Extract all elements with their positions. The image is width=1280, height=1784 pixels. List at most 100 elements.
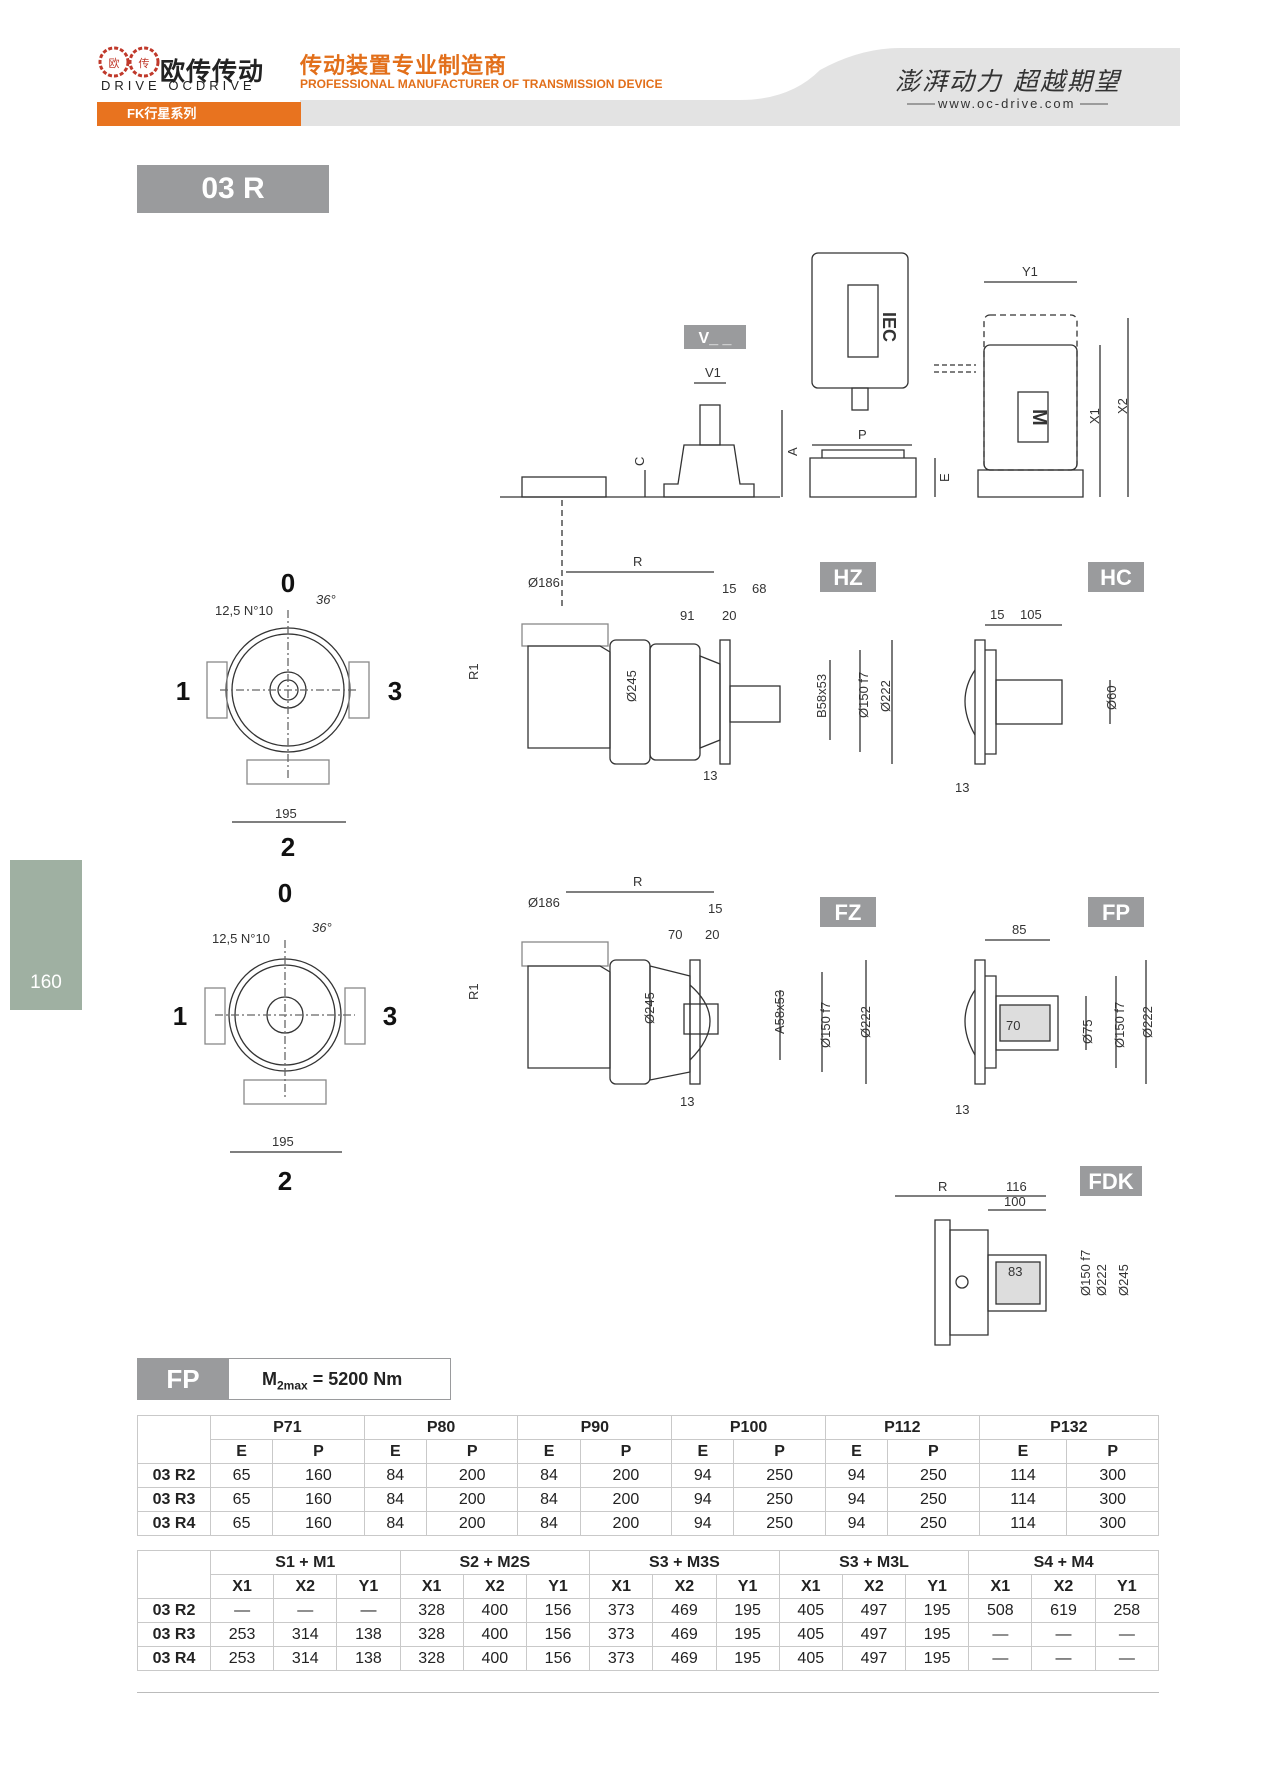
dim-15-b: 15 bbox=[708, 901, 722, 916]
table-cell: 65 bbox=[209, 1487, 274, 1512]
table-cell: 314 bbox=[273, 1622, 338, 1647]
table-cell: 373 bbox=[589, 1646, 654, 1671]
column-header: E bbox=[978, 1439, 1068, 1464]
logo-mark-1: 欧 bbox=[109, 57, 120, 70]
row-header: 03 R3 bbox=[137, 1487, 211, 1512]
table-cell: — bbox=[1094, 1646, 1160, 1671]
angle-a: 36° bbox=[316, 592, 336, 607]
table-cell: 253 bbox=[209, 1646, 275, 1671]
pos-top-a: 0 bbox=[281, 568, 295, 598]
dim-116: 116 bbox=[1006, 1179, 1027, 1194]
group-header: S3 + M3L bbox=[778, 1550, 970, 1575]
dim-85: 85 bbox=[1012, 922, 1026, 937]
column-header: P bbox=[1066, 1439, 1159, 1464]
dim-105: 105 bbox=[1020, 607, 1042, 622]
dim-r-b: R bbox=[633, 874, 642, 889]
dim-c: C bbox=[632, 457, 647, 466]
table-cell: 160 bbox=[272, 1463, 365, 1488]
group-header: P71 bbox=[210, 1415, 365, 1440]
dim-d75: Ø75 bbox=[1080, 1019, 1095, 1044]
table-cell: 114 bbox=[978, 1463, 1068, 1488]
dim-13-fdk: 13 bbox=[996, 1348, 1010, 1350]
table-cell: 258 bbox=[1094, 1598, 1160, 1623]
table-cell: 250 bbox=[887, 1487, 980, 1512]
table-cell: 200 bbox=[579, 1511, 673, 1536]
pos-left-a: 1 bbox=[176, 676, 190, 706]
dim-r-a: R bbox=[633, 554, 642, 569]
page-tab bbox=[10, 860, 82, 1010]
table-cell: 250 bbox=[887, 1463, 980, 1488]
table-cell: — bbox=[968, 1646, 1033, 1671]
table-cell: 195 bbox=[905, 1646, 970, 1671]
hc-label: HC bbox=[1100, 565, 1132, 590]
column-header: P bbox=[887, 1439, 980, 1464]
dim-r-fdk: R bbox=[938, 1179, 947, 1194]
table-cell: 200 bbox=[579, 1463, 673, 1488]
column-header: X1 bbox=[399, 1574, 464, 1599]
table-cell: 405 bbox=[778, 1598, 843, 1623]
column-header: E bbox=[824, 1439, 889, 1464]
table-cell: 400 bbox=[462, 1622, 527, 1647]
table-cell: 400 bbox=[462, 1598, 527, 1623]
fp-drawing-label: FP bbox=[1102, 900, 1130, 925]
table-cell: — bbox=[1031, 1646, 1096, 1671]
dim-20-b: 20 bbox=[705, 927, 719, 942]
slogan: 澎湃动力 超越期望 bbox=[895, 67, 1121, 96]
table-cell: 328 bbox=[399, 1622, 464, 1647]
dim-13-hc: 13 bbox=[955, 780, 969, 795]
page-number: 160 bbox=[30, 972, 62, 993]
table-cell: 138 bbox=[336, 1646, 401, 1671]
table-cell: 84 bbox=[363, 1487, 427, 1512]
row-header: 03 R4 bbox=[137, 1646, 211, 1671]
column-header: X1 bbox=[778, 1574, 843, 1599]
table-cell: 200 bbox=[425, 1511, 519, 1536]
table-cell: — bbox=[273, 1598, 338, 1623]
series-tab: FK行星系列 bbox=[97, 102, 301, 126]
table-cell: 405 bbox=[778, 1622, 843, 1647]
table-cell: 200 bbox=[425, 1463, 519, 1488]
column-header: X1 bbox=[209, 1574, 275, 1599]
group-header: P100 bbox=[671, 1415, 826, 1440]
group-header: P80 bbox=[363, 1415, 519, 1440]
pos-bottom-a: 2 bbox=[281, 832, 295, 862]
dim-d245-a: Ø245 bbox=[624, 670, 639, 702]
dim-d222-fp: Ø222 bbox=[1140, 1006, 1155, 1038]
dim-70-fp: 70 bbox=[1006, 1018, 1020, 1033]
dim-p: P bbox=[858, 427, 867, 442]
dim-70-fz: 70 bbox=[668, 927, 682, 942]
pos-right-a: 3 bbox=[388, 676, 402, 706]
dim-d150-a: Ø150 f7 bbox=[856, 672, 871, 718]
fdk-label: FDK bbox=[1088, 1169, 1133, 1194]
dim-d222-fdk: Ø222 bbox=[1094, 1264, 1109, 1296]
dim-83: 83 bbox=[1008, 1264, 1022, 1279]
table-cell: 195 bbox=[905, 1622, 970, 1647]
table-cell: 84 bbox=[517, 1463, 581, 1488]
dim-d222-a: Ø222 bbox=[878, 680, 893, 712]
table-cell: 94 bbox=[824, 1463, 889, 1488]
iec-label: IEC bbox=[879, 312, 899, 342]
table-cell: 619 bbox=[1031, 1598, 1096, 1623]
table-cell: 195 bbox=[905, 1598, 970, 1623]
table-cell: 114 bbox=[978, 1511, 1068, 1536]
pos-left-b: 1 bbox=[173, 1001, 187, 1031]
column-header: P bbox=[733, 1439, 826, 1464]
column-header: X1 bbox=[589, 1574, 654, 1599]
column-header: E bbox=[209, 1439, 274, 1464]
group-header: S4 + M4 bbox=[968, 1550, 1159, 1575]
table-cell: 195 bbox=[715, 1622, 780, 1647]
column-header: X2 bbox=[1031, 1574, 1096, 1599]
v-label: V_ _ bbox=[699, 330, 733, 347]
dim-15-hc: 15 bbox=[990, 607, 1004, 622]
table-cell: 65 bbox=[209, 1511, 274, 1536]
table-cell: 156 bbox=[525, 1646, 591, 1671]
dim-r1-b: R1 bbox=[466, 983, 481, 1000]
motor-label: M bbox=[1028, 409, 1050, 426]
group-header: P132 bbox=[978, 1415, 1160, 1440]
table-cell: 469 bbox=[652, 1622, 717, 1647]
dim-d150-b: Ø150 f7 bbox=[818, 1002, 833, 1048]
dim-20-a: 20 bbox=[722, 608, 736, 623]
table-cell: 373 bbox=[589, 1622, 654, 1647]
